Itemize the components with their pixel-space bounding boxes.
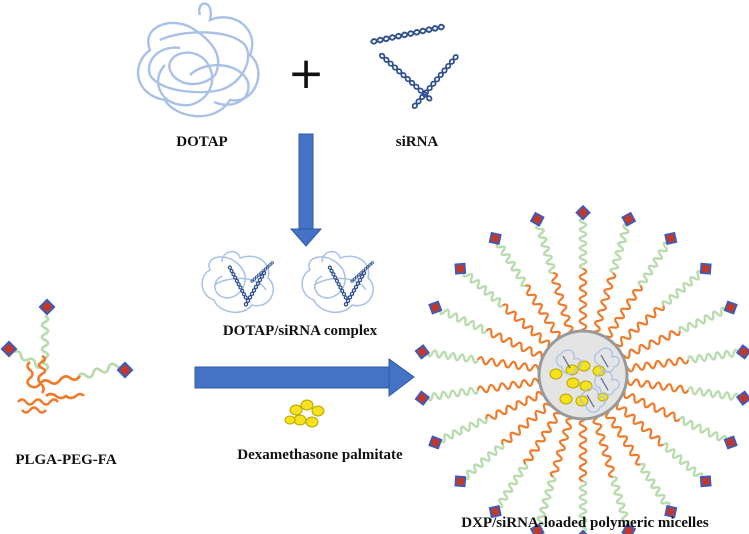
plga-label: PLGA-PEG-FA (15, 452, 117, 468)
micelle-arm (413, 373, 546, 407)
sirna-helix-icon (369, 23, 460, 111)
sirna-label: siRNA (396, 134, 439, 150)
micelle-arm (527, 209, 580, 340)
complex-left (201, 250, 275, 314)
dexamethasone-palmitate-icon (284, 399, 325, 428)
micelle-label: DXP/siRNA-loaded polymeric micelles (461, 515, 709, 531)
micelle-arm (449, 395, 559, 492)
dotap-coil-icon (136, 2, 260, 118)
micelle-arm (586, 209, 639, 340)
micelle-arm (620, 343, 749, 377)
plga-peg-fa-icon (0, 298, 134, 414)
micelle-arm (607, 258, 717, 355)
dxp-label: Dexamethasone palmitate (237, 447, 403, 463)
complex-right (301, 250, 375, 314)
micelle-arm (575, 204, 591, 337)
polymeric-micelle (413, 204, 749, 534)
right-arrow-icon (194, 358, 415, 398)
down-arrow-icon (289, 133, 323, 247)
micelle-core-payload (549, 347, 620, 413)
dotap-label: DOTAP (176, 134, 227, 150)
complex-label: DOTAP/siRNA complex (223, 323, 378, 339)
plus-sign-icon: + (288, 48, 325, 99)
